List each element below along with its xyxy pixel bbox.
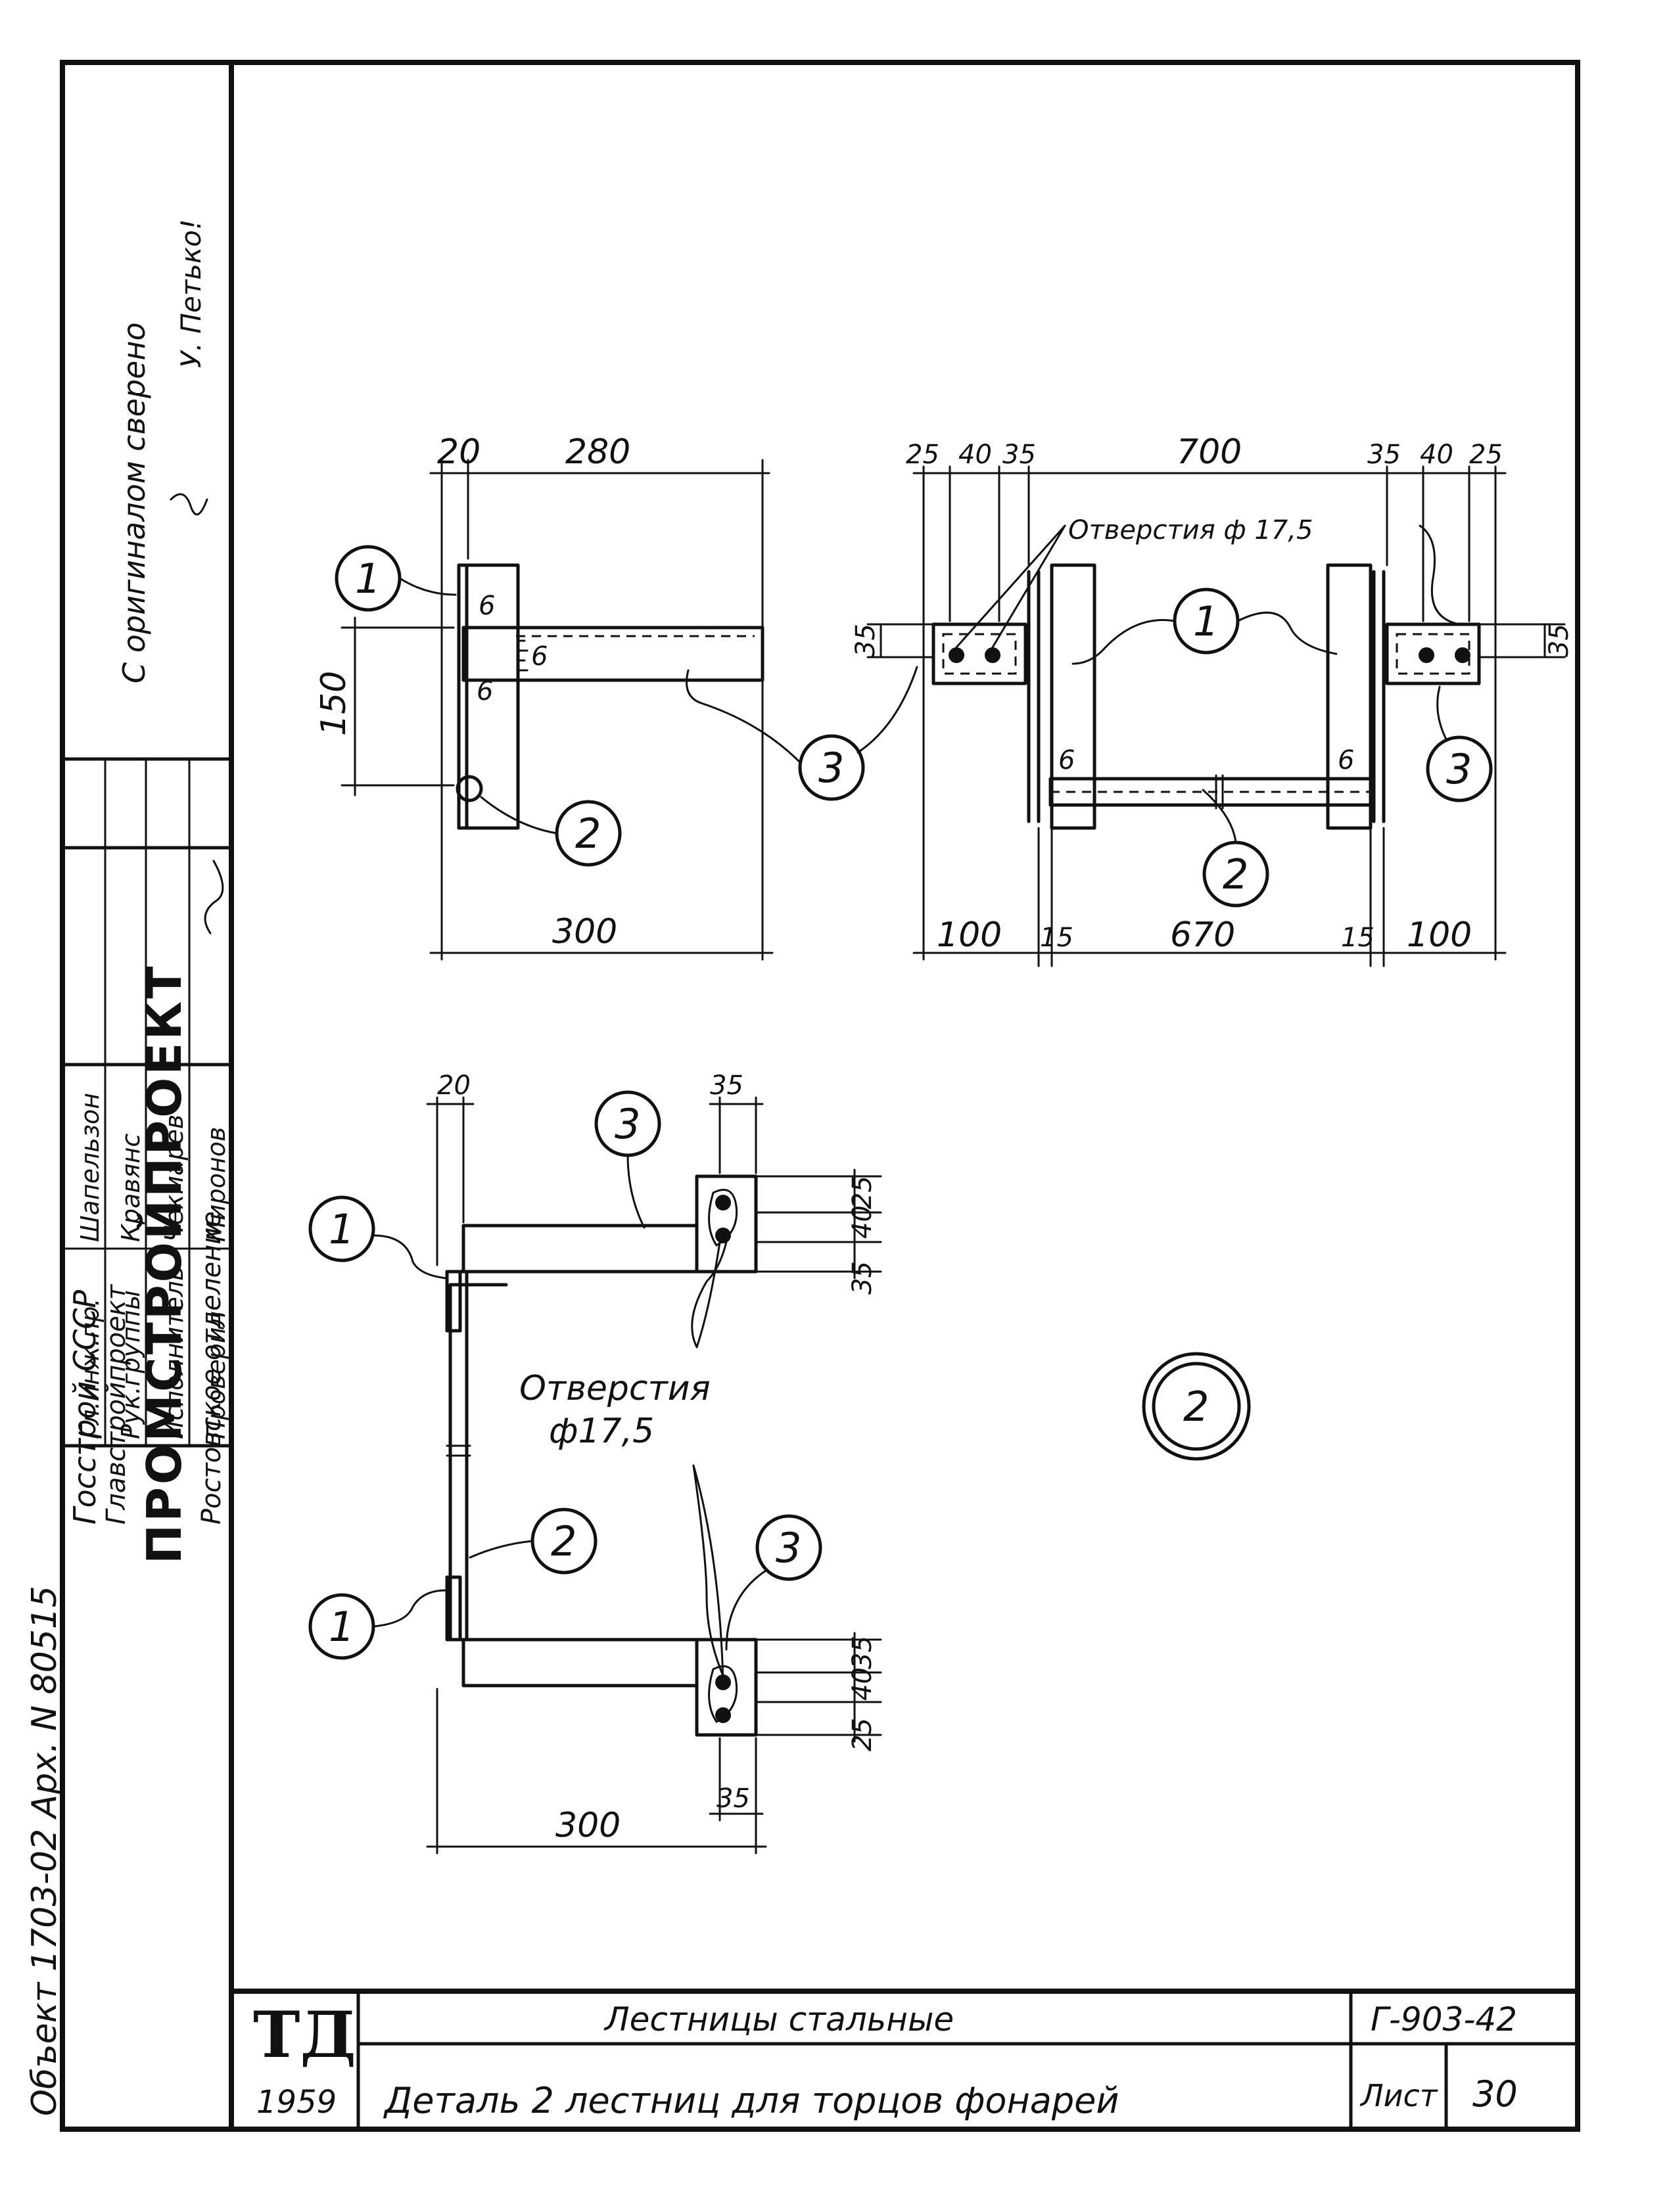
- v3-dim-25-top: 25: [847, 1176, 878, 1209]
- role-executor: Исполнитель: [160, 1266, 189, 1439]
- v2-dim-700: 700: [1177, 432, 1242, 472]
- detail-mark-label: 2: [1183, 1383, 1209, 1431]
- v3-callout-2: [469, 1508, 598, 1575]
- v3-callout-3b-label: 3: [776, 1524, 801, 1572]
- v2-dim-15b: 15: [1341, 923, 1375, 953]
- v3-dim-40-top: 40: [847, 1205, 878, 1239]
- v1-callout-2-label: 2: [575, 810, 601, 858]
- v2-dim-100a: 100: [937, 915, 1002, 955]
- title-series: Лестницы стальные: [603, 2000, 954, 2039]
- title-logo: ТД: [253, 1998, 356, 2072]
- v1-weld-6b: 6: [531, 641, 548, 672]
- copy-note: С оригиналом сверено: [116, 322, 152, 683]
- org-gosstroy: Госстрой СССР: [67, 1290, 103, 1525]
- v2-dim-25b: 25: [1469, 440, 1503, 470]
- v3-callout-3-top: [594, 1090, 661, 1229]
- v2-weld-6a: 6: [1058, 745, 1075, 775]
- signature: [170, 493, 208, 516]
- v3-dim-20: 20: [437, 1071, 471, 1101]
- view-2: [866, 465, 1566, 967]
- v1-callout-1-label: 1: [355, 555, 381, 603]
- title-code: Г-903-42: [1371, 2000, 1517, 2039]
- v2-callout-2-label: 2: [1223, 850, 1248, 898]
- v3-dim-300: 300: [555, 1806, 621, 1845]
- v2-callout-1: [1071, 588, 1338, 665]
- v2-dim-35a: 35: [1002, 440, 1036, 470]
- copy-sign: У. Петько!: [175, 219, 207, 368]
- v1-callout-1: [335, 545, 457, 612]
- v3-holes-1: Отверстия: [519, 1369, 711, 1408]
- v1-callout-2: [480, 796, 622, 867]
- v2-dim-15a: 15: [1040, 923, 1073, 953]
- v1-dim-280: 280: [565, 432, 630, 472]
- role-chief: Гл.инж.пр.: [76, 1299, 105, 1439]
- v3-dim-35-bot: 35: [847, 1636, 878, 1669]
- v3-callout-2-label: 2: [551, 1517, 576, 1565]
- v3-dim-35-top2: 35: [847, 1261, 878, 1295]
- org-glavstroy: Главстройпроект: [101, 1283, 131, 1525]
- v1-weld-6c: 6: [477, 676, 493, 706]
- v3-callout-1-top: [308, 1195, 447, 1279]
- v3-callout-3-bot: [725, 1514, 822, 1651]
- title-year: 1959: [256, 2084, 337, 2121]
- v2-dim-35b: 35: [1367, 440, 1401, 470]
- v2-dim-40a: 40: [958, 440, 992, 470]
- v1-dim-300: 300: [552, 912, 617, 952]
- v3-dim-35-top: 35: [710, 1071, 743, 1101]
- name-checker: Миронов: [202, 1127, 231, 1242]
- v3-callout-1a-label: 1: [329, 1205, 354, 1253]
- org-promstroyproekt: ПРОМСТРОЙПРОЕКТ: [137, 964, 192, 1564]
- role-group: Рук.группы: [116, 1290, 145, 1439]
- v1-dim-150: 150: [314, 671, 354, 736]
- v2-side-35a: 35: [851, 624, 881, 657]
- name-group: Кравянс: [116, 1134, 145, 1242]
- v3-dim-40-bot: 40: [847, 1667, 878, 1701]
- view-3: [426, 1096, 882, 1855]
- title-block: [231, 1989, 1580, 2131]
- v2-callout-2: [1202, 789, 1269, 908]
- v2-callout-3b-label: 3: [1446, 745, 1472, 793]
- v3-callout-3a-label: 3: [615, 1100, 640, 1148]
- v3-dim-25-bot: 25: [847, 1718, 878, 1751]
- signature-2: [204, 860, 224, 934]
- v2-dim-25a: 25: [906, 440, 939, 470]
- v3-dim-35-bot2: 35: [717, 1784, 750, 1814]
- role-checker: Проверил: [202, 1311, 231, 1439]
- v1-callout-3-label: 3: [818, 744, 844, 792]
- name-executor: Чекмарев: [160, 1115, 189, 1242]
- object-number: Объект 1703-02 Арх. N 80515: [25, 1586, 64, 2116]
- title-sheet: Деталь 2 лестниц для торцов фонарей: [383, 2080, 1119, 2121]
- view-1: [341, 459, 774, 961]
- v2-callout-1-label: 1: [1193, 597, 1219, 645]
- v2-dim-100b: 100: [1407, 915, 1472, 955]
- v2-callout-3-right: [1419, 524, 1493, 802]
- v2-dim-40b: 40: [1420, 440, 1453, 470]
- v2-side-35b: 35: [1544, 624, 1574, 657]
- v1-dim-20: 20: [437, 432, 481, 472]
- name-chief: Шапельзон: [76, 1093, 105, 1242]
- sheet-border: [60, 60, 1580, 2132]
- title-sheet-label: Лист: [1359, 2078, 1438, 2113]
- v1-weld-6a: 6: [479, 591, 495, 621]
- v3-holes-2: ф17,5: [549, 1412, 654, 1451]
- v3-callout-1b-label: 1: [329, 1603, 354, 1651]
- detail-mark: [1142, 1352, 1251, 1461]
- v2-weld-6b: 6: [1338, 745, 1354, 775]
- v1-callout-3: [686, 666, 918, 801]
- title-sheet-number: 30: [1472, 2073, 1518, 2115]
- v3-callout-1-bot: [308, 1589, 447, 1660]
- org-rostov: Ростовское отделение: [197, 1211, 227, 1525]
- v2-dim-670: 670: [1170, 915, 1235, 955]
- left-stamp: [60, 757, 233, 1448]
- v2-holes-note: Отверстия ф 17,5: [1068, 515, 1313, 545]
